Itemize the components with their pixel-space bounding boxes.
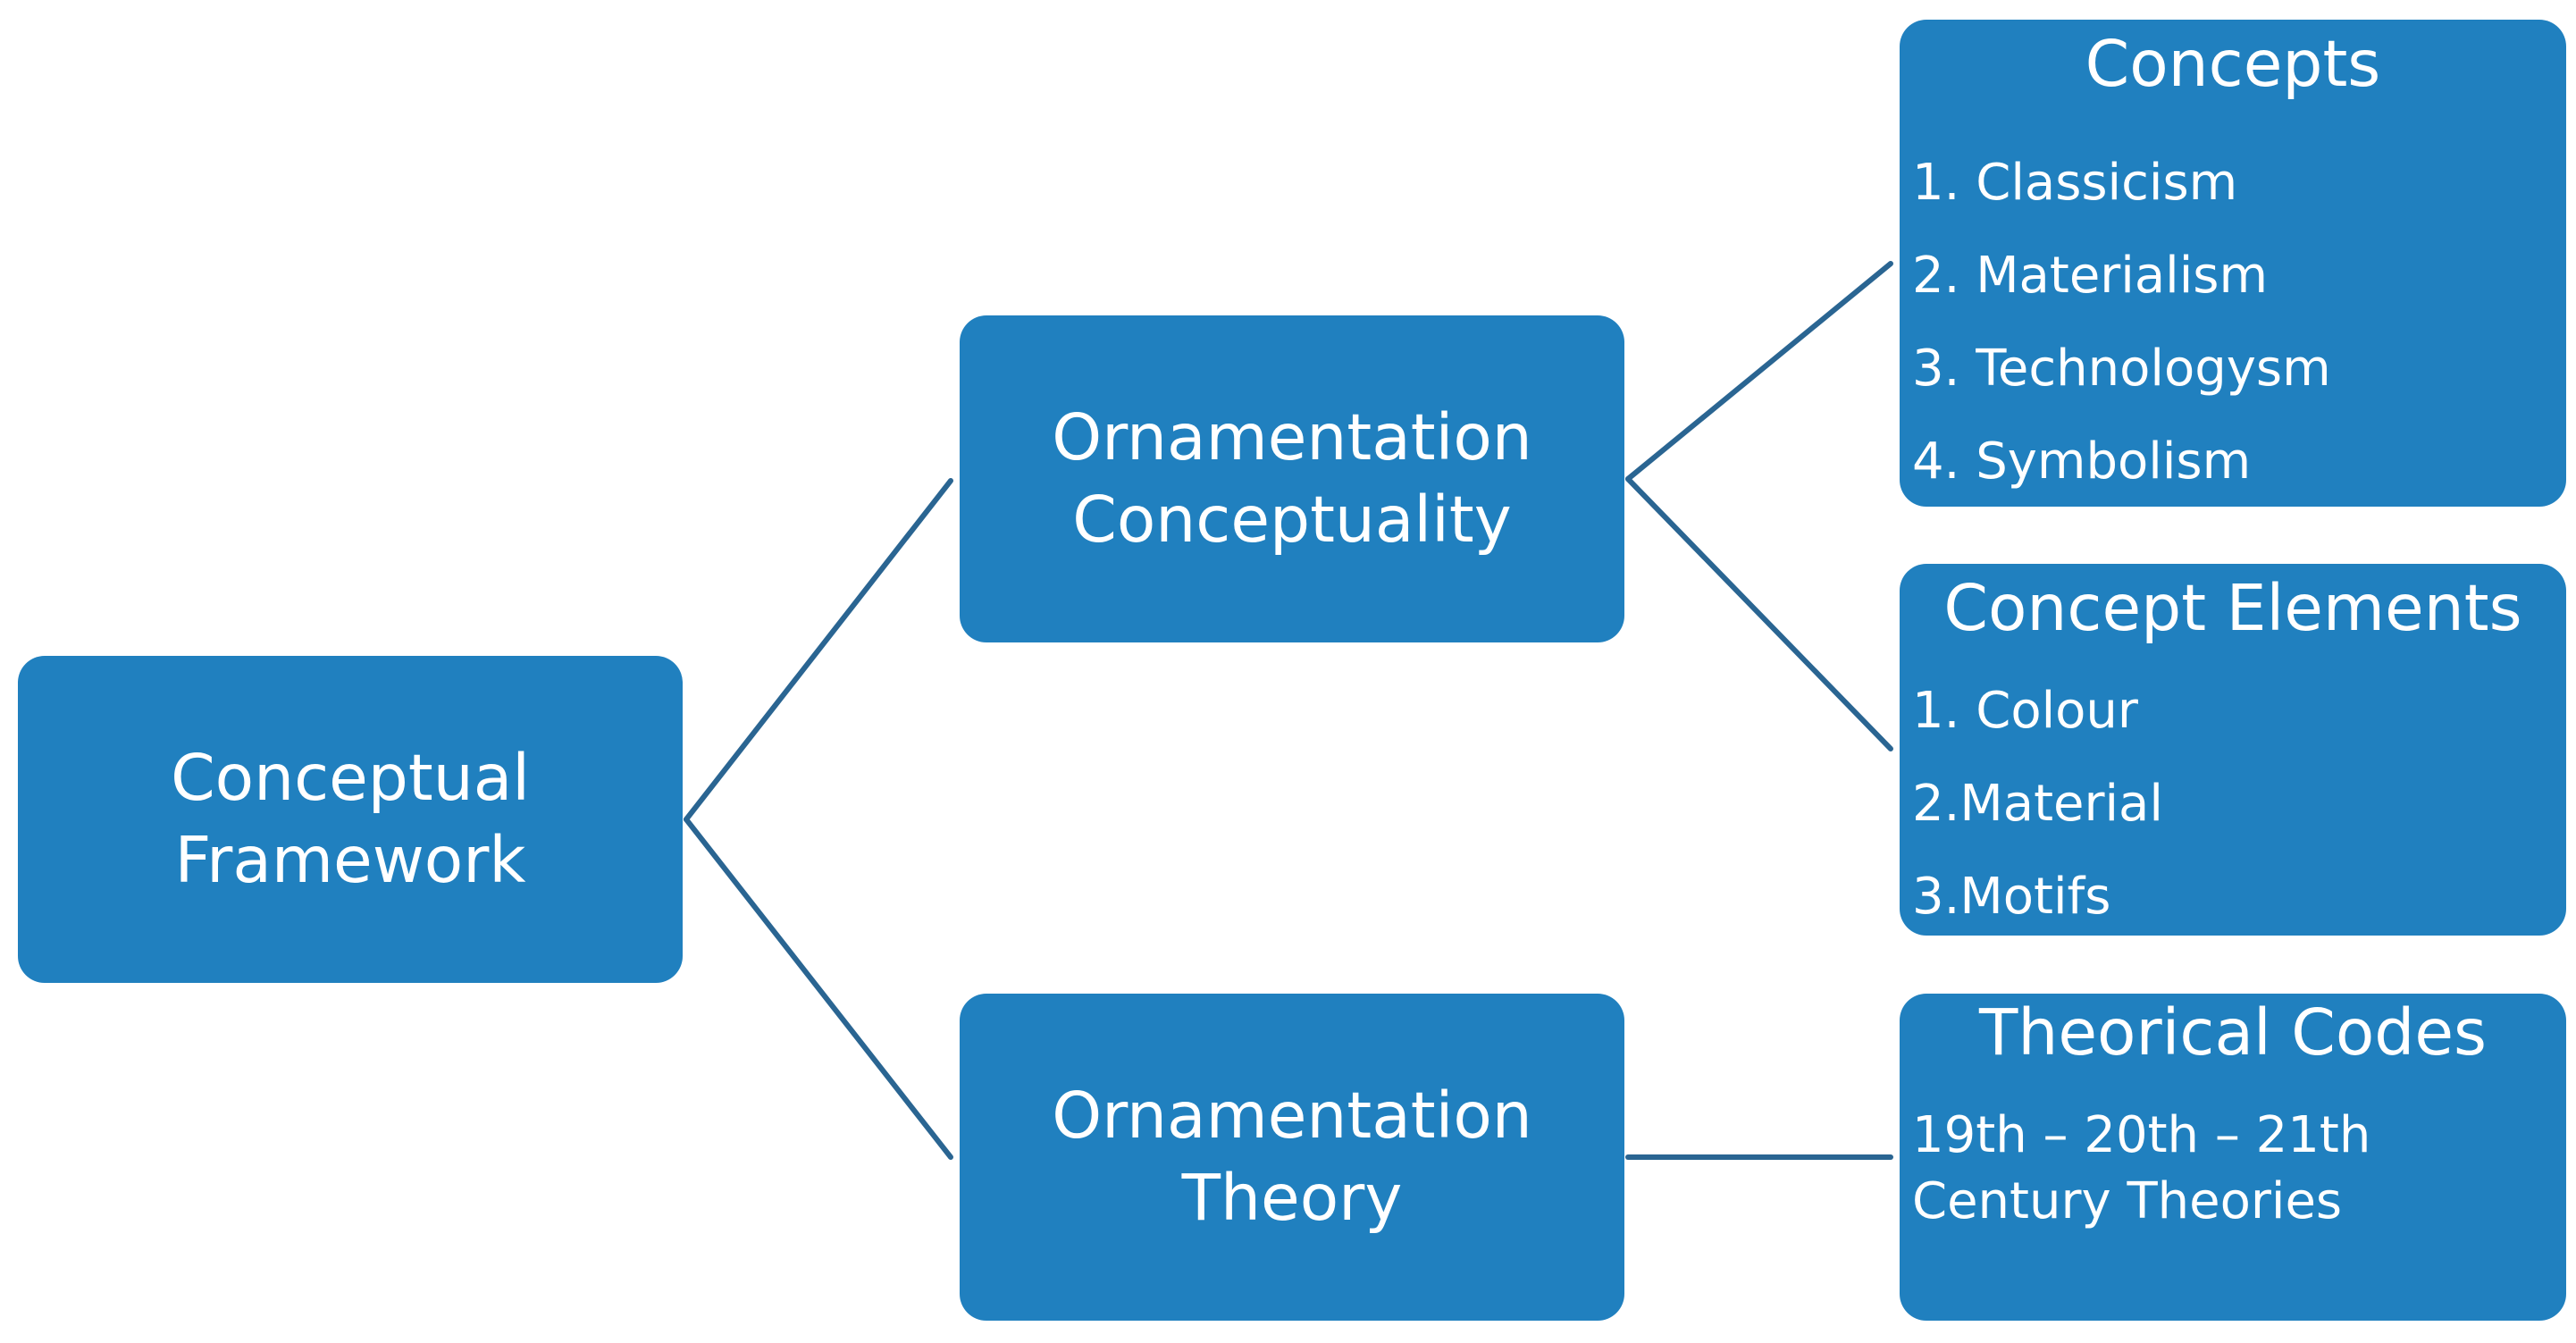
- concept-elements-item: 1. Colour: [1912, 682, 2138, 740]
- connector-root-to-theory: [684, 817, 953, 1160]
- ornamentation-conceptuality-node: Ornamentation Conceptuality: [960, 315, 1624, 642]
- concept-elements-item: 2.Material: [1912, 775, 2163, 833]
- connector-conceptuality-to-elements: [1625, 476, 1893, 751]
- concept-elements-item: 3.Motifs: [1912, 868, 2111, 926]
- concepts-title: Concepts: [2085, 27, 2381, 101]
- node-label-line: Ornamentation: [1052, 1079, 1532, 1153]
- concepts-item: 4. Symbolism: [1912, 432, 2252, 491]
- theorical-codes-line: 19th – 20th – 21th: [1912, 1106, 2371, 1164]
- conceptual-framework-node: Conceptual Framework: [18, 656, 683, 983]
- node-label-line: Conceptual: [171, 741, 530, 815]
- concepts-item: 1. Classicism: [1912, 154, 2238, 212]
- theorical-codes-title: Theorical Codes: [1979, 995, 2487, 1070]
- concepts-node: Concepts 1. Classicism 2. Materialism 3.…: [1900, 20, 2566, 507]
- ornamentation-theory-node: Ornamentation Theory: [960, 994, 1624, 1321]
- node-label-line: Framework: [174, 823, 526, 897]
- concept-elements-node: Concept Elements 1. Colour 2.Material 3.…: [1900, 564, 2566, 936]
- concepts-item: 3. Technologysm: [1912, 340, 2331, 398]
- theorical-codes-node: Theorical Codes 19th – 20th – 21th Centu…: [1900, 994, 2566, 1321]
- concepts-item: 2. Materialism: [1912, 247, 2269, 305]
- theorical-codes-line: Century Theories: [1912, 1172, 2343, 1230]
- concept-elements-title: Concept Elements: [1943, 571, 2522, 645]
- node-label-line: Conceptuality: [1072, 483, 1512, 557]
- connector-conceptuality-to-concepts: [1625, 261, 1893, 482]
- connector-root-to-conceptuality: [684, 478, 953, 822]
- node-label-line: Ornamentation: [1052, 400, 1532, 474]
- node-label-line: Theory: [1181, 1161, 1403, 1235]
